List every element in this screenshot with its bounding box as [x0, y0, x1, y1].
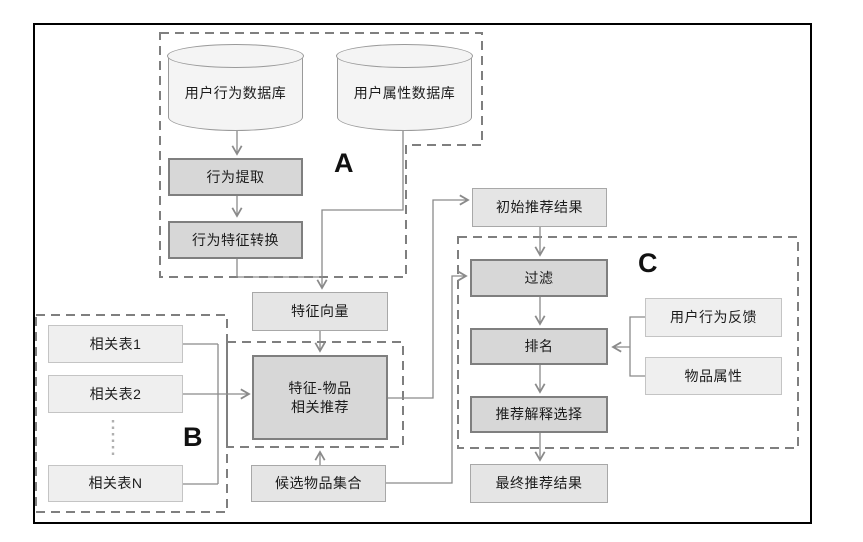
db-user-attr-label: 用户属性数据库: [353, 85, 456, 101]
node-user-feedback: 用户行为反馈: [645, 298, 782, 337]
node-rel-table-n: 相关表N: [48, 465, 183, 502]
section-label-c: C: [638, 248, 658, 278]
node-feature-item-rec: 特征-物品 相关推荐: [252, 355, 388, 440]
node-feature-item-rec-label2: 相关推荐: [291, 398, 349, 415]
node-ranking: 排名: [470, 328, 608, 365]
node-user-feedback-label: 用户行为反馈: [670, 309, 757, 325]
node-candidate-items: 候选物品集合: [251, 465, 386, 502]
db-user-attr: 用户属性数据库: [336, 44, 473, 131]
node-rel-table-n-label: 相关表N: [88, 475, 143, 491]
node-feature-vector: 特征向量: [252, 292, 388, 331]
node-initial-results-label: 初始推荐结果: [496, 199, 583, 215]
node-final-results: 最终推荐结果: [470, 464, 608, 503]
db-user-behavior-label: 用户行为数据库: [184, 85, 287, 101]
node-initial-results: 初始推荐结果: [472, 188, 607, 227]
node-candidate-items-label: 候选物品集合: [275, 475, 362, 491]
node-filter: 过滤: [470, 259, 608, 297]
node-behavior-feature-convert-label: 行为特征转换: [192, 231, 279, 248]
node-item-attrs: 物品属性: [645, 357, 782, 395]
node-ranking-label: 排名: [524, 338, 554, 354]
node-rel-table-2: 相关表2: [48, 375, 183, 413]
section-label-b: B: [183, 422, 203, 452]
node-feature-vector-label: 特征向量: [291, 303, 349, 319]
node-item-attrs-label: 物品属性: [684, 367, 743, 384]
node-behavior-extract-label: 行为提取: [206, 168, 265, 185]
node-explanation-select-label: 推荐解释选择: [495, 406, 583, 422]
node-final-results-label: 最终推荐结果: [495, 475, 583, 491]
node-explanation-select: 推荐解释选择: [470, 396, 608, 433]
node-filter-label: 过滤: [524, 269, 554, 286]
db-user-behavior: 用户行为数据库: [167, 44, 304, 131]
node-rel-table-1: 相关表1: [48, 325, 183, 363]
node-behavior-feature-convert: 行为特征转换: [168, 221, 303, 259]
node-rel-table-1-label: 相关表1: [89, 335, 142, 352]
node-behavior-extract: 行为提取: [168, 158, 303, 196]
section-label-a: A: [334, 148, 354, 178]
node-rel-table-2-label: 相关表2: [89, 385, 142, 402]
node-feature-item-rec-label1: 特征-物品: [288, 379, 352, 396]
